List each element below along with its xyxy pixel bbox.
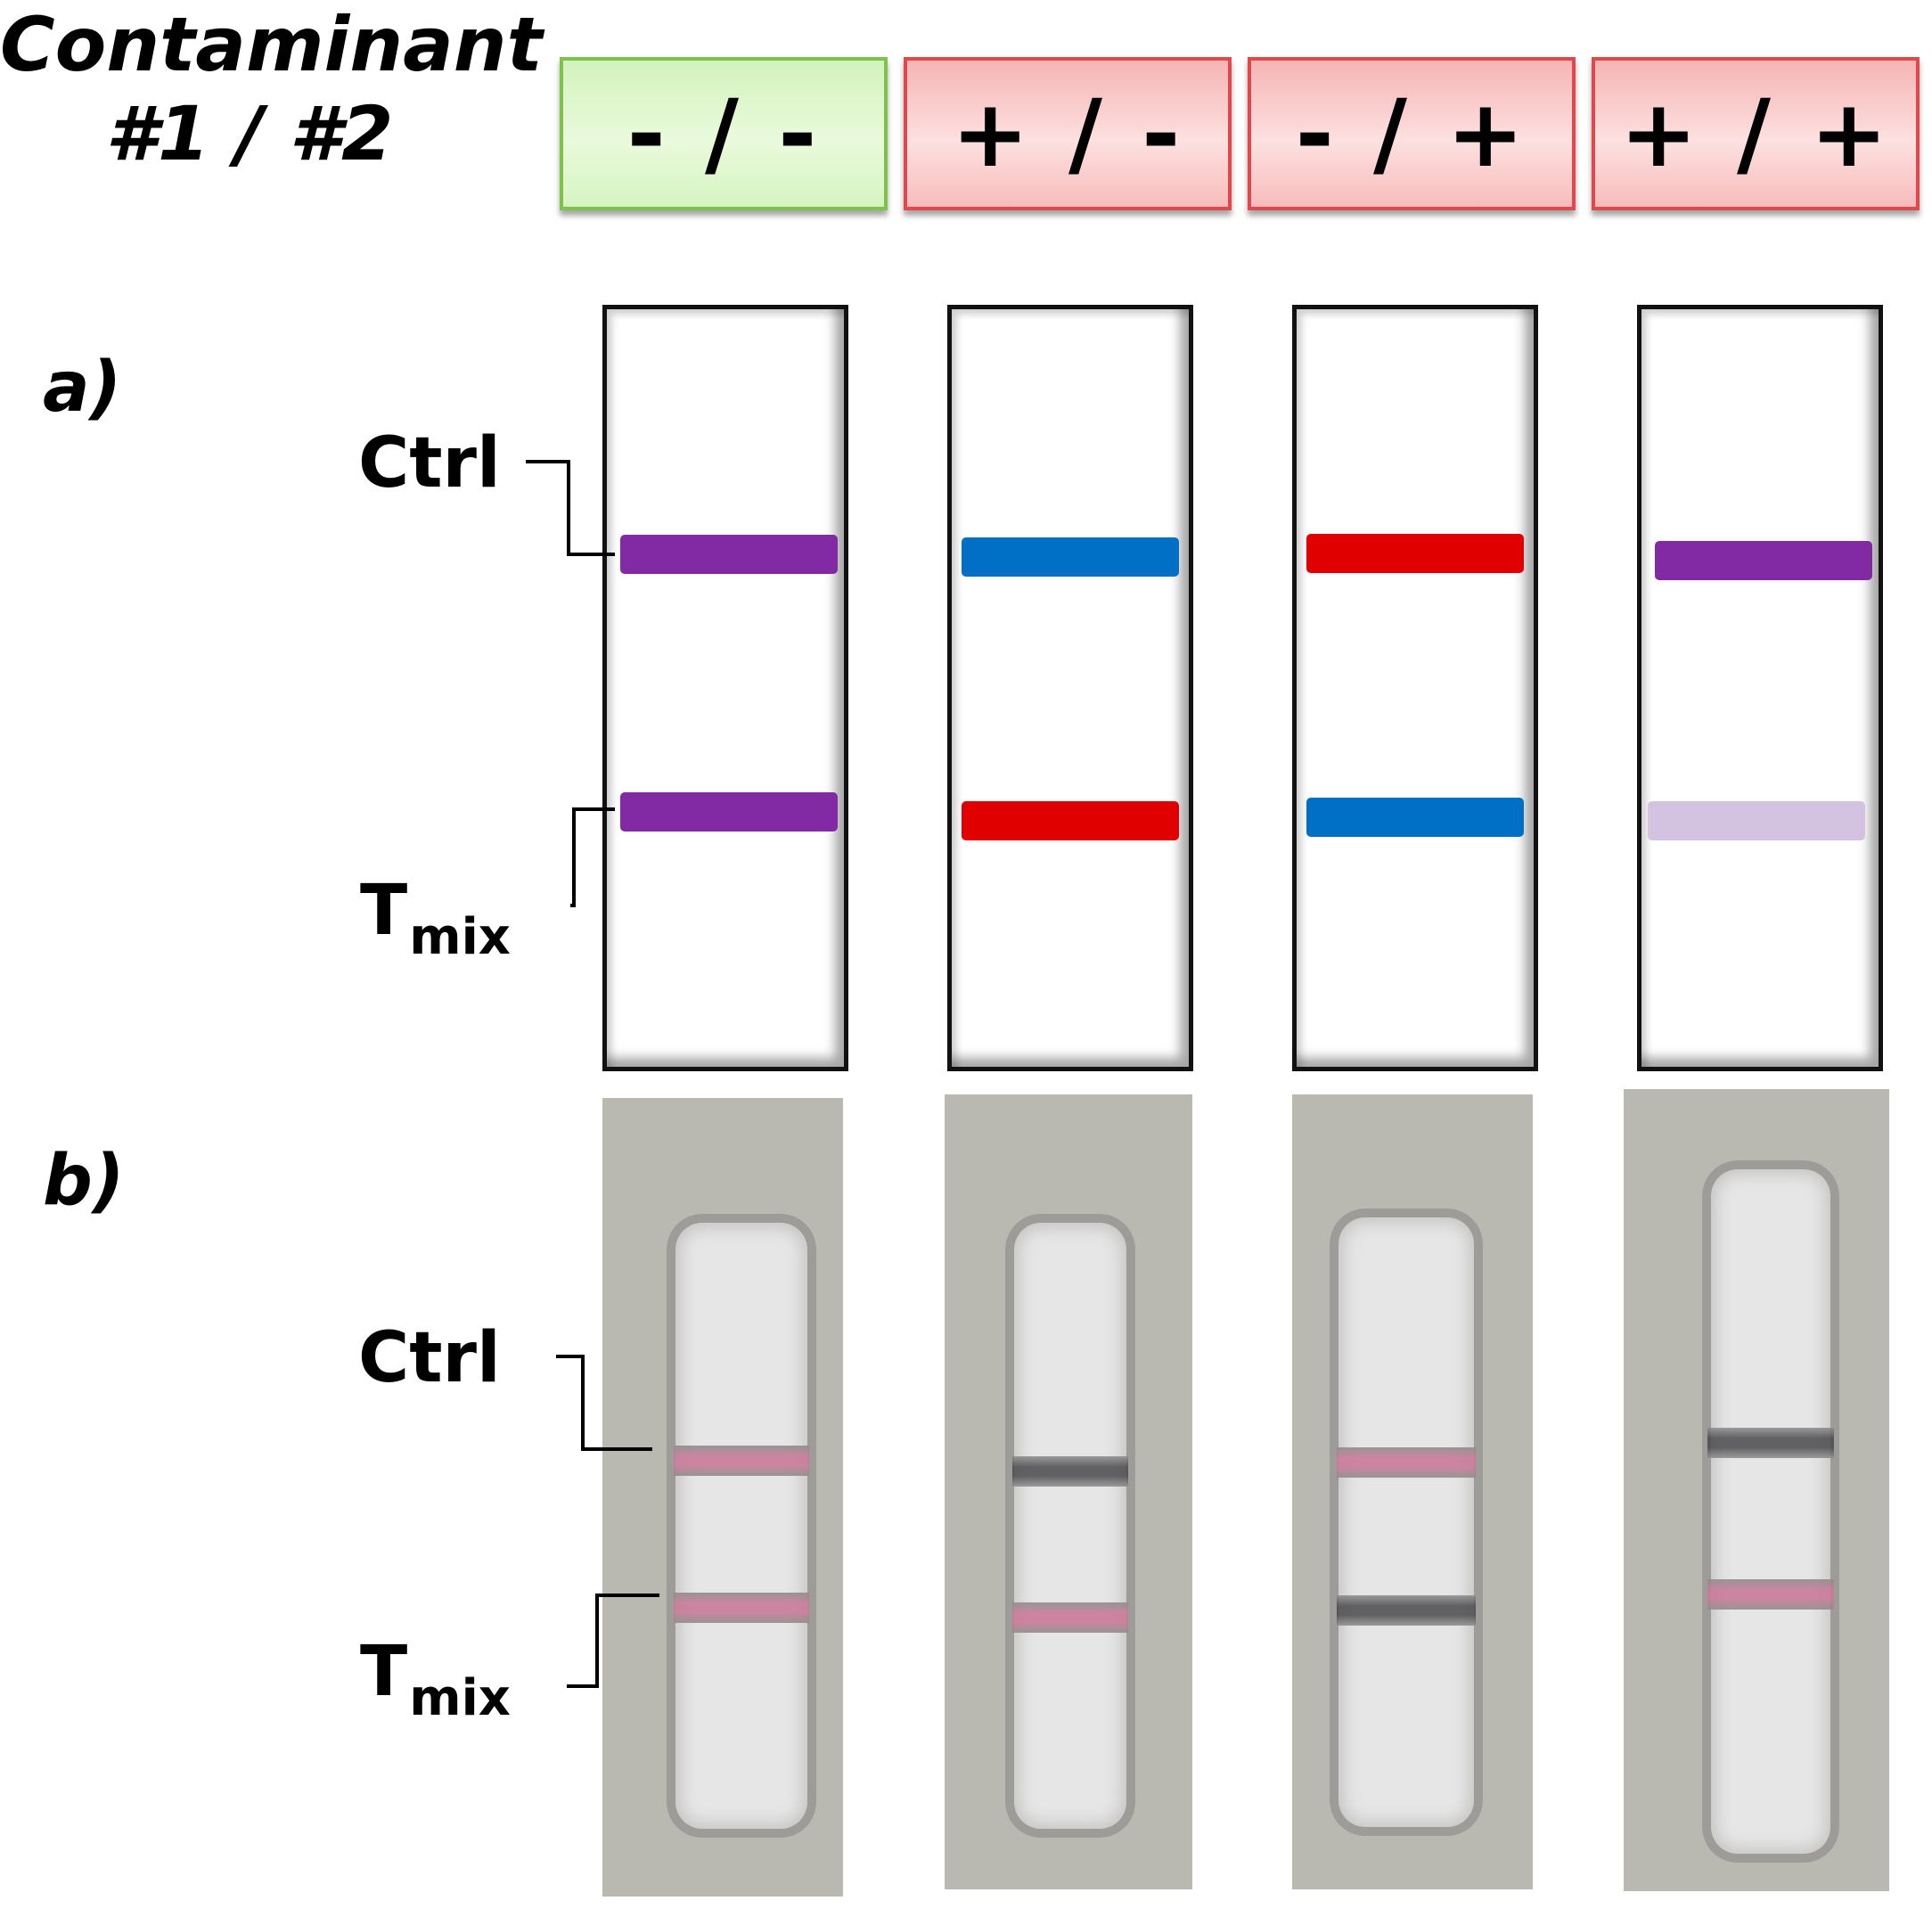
photo-2-window — [1005, 1214, 1135, 1838]
photo-3-test-band — [1337, 1595, 1476, 1626]
panel-a-label: a) — [43, 348, 122, 428]
strip-2-test-band — [962, 801, 1179, 840]
panel-b-label: b) — [43, 1141, 125, 1221]
tmix-leader-a — [570, 807, 615, 907]
figure-title: Contaminant #1 / #2 — [0, 0, 543, 178]
schematic-strip-3 — [1292, 305, 1538, 1071]
title-line-1: Contaminant — [0, 1, 543, 88]
photo-strip-1 — [602, 1098, 843, 1897]
photo-strip-2 — [945, 1094, 1192, 1889]
strip-2-ctrl-band — [962, 537, 1179, 577]
photo-4-window — [1702, 1160, 1839, 1863]
header-col-1: - / - — [560, 57, 888, 210]
panel-b-tmix-label: Tmix — [360, 1632, 511, 1727]
schematic-strip-4 — [1637, 305, 1883, 1071]
photo-strip-4 — [1624, 1089, 1889, 1891]
header-col-2: + / - — [904, 57, 1232, 210]
photo-3-ctrl-band — [1337, 1447, 1476, 1478]
header-col-4: + / + — [1592, 57, 1920, 210]
tmix-leader-b — [567, 1594, 659, 1688]
schematic-strip-2 — [947, 305, 1193, 1071]
photo-strip-3 — [1292, 1094, 1533, 1889]
schematic-strip-1 — [602, 305, 848, 1071]
photo-2-ctrl-band — [1012, 1456, 1128, 1487]
photo-1-test-band — [674, 1593, 809, 1623]
panel-a-ctrl-label: Ctrl — [358, 423, 501, 504]
photo-2-test-band — [1012, 1602, 1128, 1633]
title-line-2: #1 / #2 — [105, 90, 394, 177]
panel-a-tmix-label: Tmix — [360, 871, 511, 966]
photo-1-window — [667, 1214, 816, 1838]
strip-1-ctrl-band — [620, 535, 838, 574]
panel-b-ctrl-label: Ctrl — [358, 1318, 501, 1398]
strip-3-test-band — [1306, 798, 1524, 837]
photo-4-test-band — [1707, 1579, 1834, 1610]
photo-1-ctrl-band — [674, 1446, 809, 1476]
strip-4-test-band — [1648, 801, 1865, 840]
strip-1-test-band — [620, 792, 838, 832]
ctrl-leader-a — [526, 460, 615, 556]
ctrl-leader-b — [556, 1355, 652, 1451]
header-col-3: - / + — [1248, 57, 1576, 210]
photo-3-window — [1330, 1208, 1483, 1836]
strip-3-ctrl-band — [1306, 534, 1524, 573]
photo-4-ctrl-band — [1707, 1428, 1834, 1458]
strip-4-ctrl-band — [1655, 541, 1872, 580]
